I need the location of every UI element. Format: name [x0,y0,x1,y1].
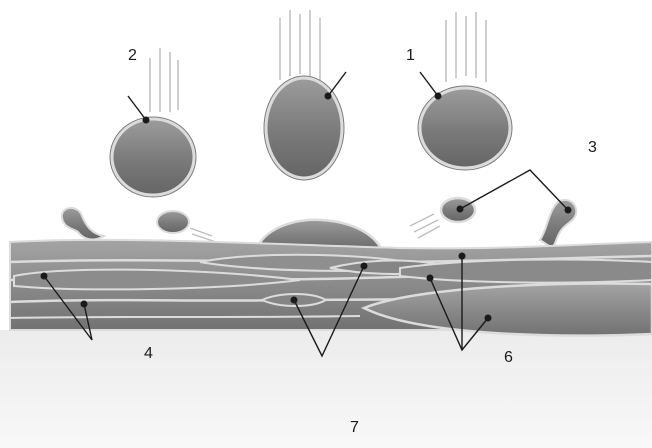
cell-2 [112,119,194,195]
stalk-right [540,200,576,248]
cell-1 [420,88,510,168]
small-motion-right [410,214,440,238]
label-7: 7 [350,419,359,436]
label-3: 3 [588,139,597,156]
label-1: 1 [406,47,415,64]
label-4: 4 [144,345,153,362]
label-6: 6 [504,349,513,366]
small-motion-left [190,228,216,242]
small-cell-left [157,211,189,233]
label-2: 2 [128,47,137,64]
stalk-left [62,208,104,240]
fiber-bundle [10,240,652,336]
